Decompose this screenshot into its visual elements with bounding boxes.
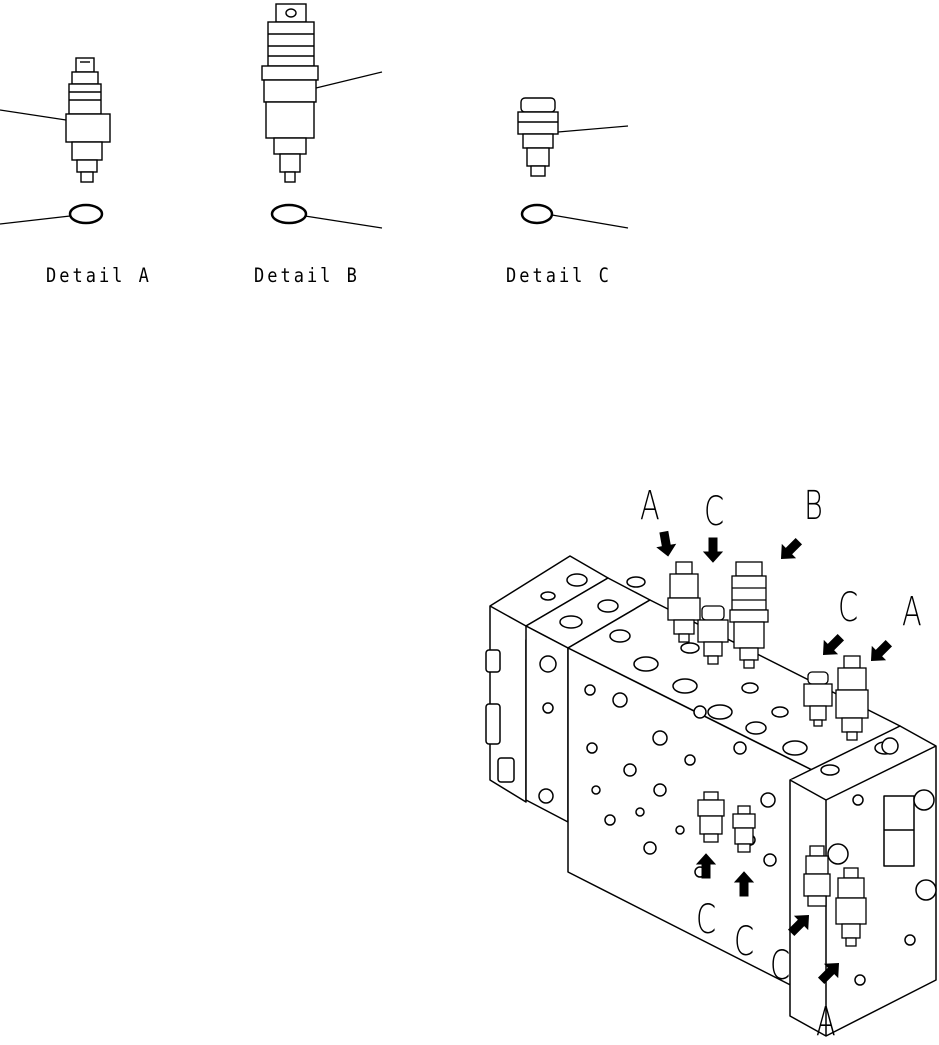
callout-a-bottom: A: [816, 999, 836, 1045]
detail-b-leader-valve: [315, 71, 383, 89]
callout-c-low-3: C: [770, 943, 791, 989]
callout-c-top: C: [704, 489, 725, 535]
control-valve-block: [485, 555, 937, 1037]
callout-a-top: A: [640, 483, 660, 529]
mounted-valve-a-low-2: [835, 867, 867, 947]
detail-a-valve: [65, 57, 111, 183]
mounted-plug-c-right: [803, 671, 833, 727]
arrow-c-top: [703, 537, 723, 563]
detail-c-caption: Detail C: [506, 264, 612, 288]
detail-c-plug: [517, 97, 559, 177]
callout-b-top: B: [804, 483, 823, 529]
arrow-a-top: [654, 530, 678, 558]
detail-c-leader-ring: [551, 214, 629, 229]
mounted-plug-c-face-2: [732, 805, 756, 853]
mounted-plug-c-face-1: [697, 791, 725, 843]
detail-b-o-ring: [270, 203, 308, 225]
mounted-valve-b-top: [729, 561, 769, 669]
callout-a-right: A: [902, 589, 922, 635]
detail-c-leader-plug: [557, 125, 629, 133]
detail-a-caption: Detail A: [46, 264, 152, 288]
detail-a-leader-valve: [0, 109, 67, 121]
arrow-a-right: [864, 636, 896, 668]
mounted-valve-a-top: [667, 561, 701, 643]
mounted-valve-a-right: [835, 655, 869, 741]
detail-b-caption: Detail B: [254, 264, 360, 288]
detail-a-leader-ring: [0, 215, 71, 225]
callout-c-low-1: C: [696, 897, 717, 943]
detail-b-valve: [261, 3, 319, 183]
detail-b-leader-ring: [304, 215, 383, 229]
arrow-c-right: [816, 630, 848, 662]
callout-c-low-2: C: [734, 919, 755, 965]
arrow-b-top: [774, 534, 806, 566]
detail-c-o-ring: [520, 203, 554, 225]
mounted-plug-c-top: [697, 605, 729, 665]
mounted-valve-a-low-1: [803, 845, 831, 907]
detail-a-o-ring: [68, 203, 104, 225]
callout-c-right: C: [838, 585, 859, 631]
